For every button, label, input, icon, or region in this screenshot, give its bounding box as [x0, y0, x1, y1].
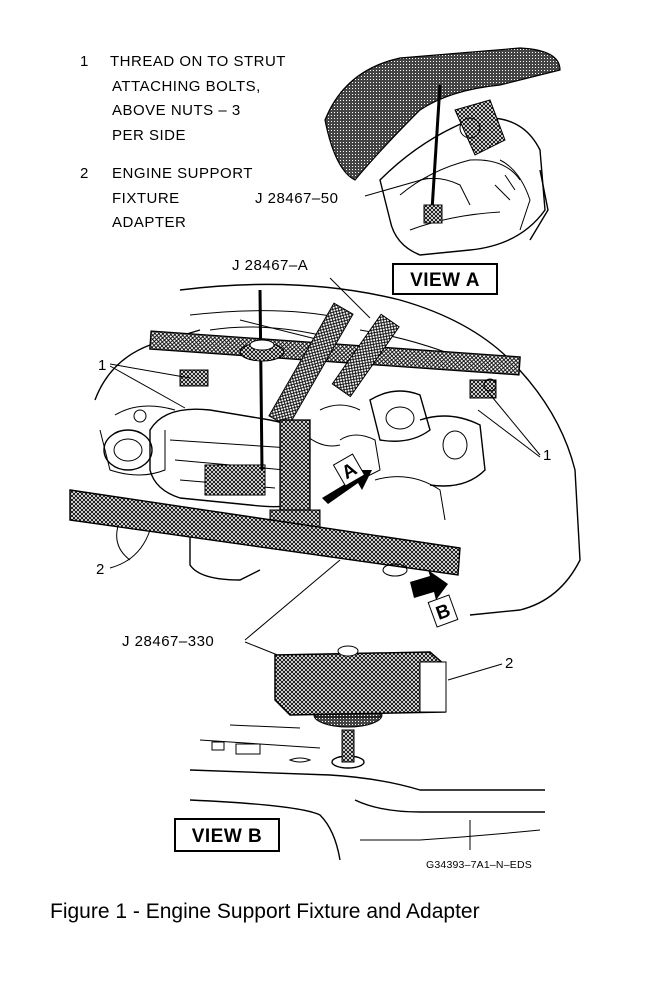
legend-item-2-number: 2	[80, 165, 89, 182]
engine-bay-illustration: A B J 28467–A 1 1 2 J 28467–330	[69, 257, 581, 661]
view-b-arrow: B	[410, 570, 459, 628]
callout-1-left: 1	[98, 357, 107, 374]
tool-j28467-50-label: J 28467–50	[255, 190, 338, 207]
figure-caption: Figure 1 - Engine Support Fixture and Ad…	[50, 900, 480, 923]
tool-j28467-a-label: J 28467–A	[232, 257, 308, 274]
callout-2-view-b: 2	[505, 655, 514, 672]
tool-j28467-330-label: J 28467–330	[122, 633, 214, 650]
legend-item-2-line-1: ENGINE SUPPORT	[112, 165, 253, 182]
view-a-inset: J 28467–50 VIEW A	[255, 47, 561, 295]
callout-1-right: 1	[543, 447, 552, 464]
legend-item-1-line-1: THREAD ON TO STRUT	[110, 53, 286, 70]
arrow-b-label: B	[433, 600, 454, 625]
view-b-label: VIEW B	[192, 826, 263, 847]
view-a-arrow: A	[322, 453, 372, 504]
legend-item-1-line-2: ATTACHING BOLTS,	[112, 78, 261, 95]
view-a-box	[392, 263, 498, 295]
legend-item-1-number: 1	[80, 53, 89, 70]
legend-item-2-line-3: ADAPTER	[112, 214, 186, 231]
callout-2-left: 2	[96, 561, 105, 578]
legend-item-1-line-3: ABOVE NUTS – 3	[112, 102, 241, 119]
legend: 1 THREAD ON TO STRUT ATTACHING BOLTS, AB…	[80, 53, 286, 231]
legend-item-2-line-2: FIXTURE	[112, 190, 180, 207]
figure-code: G34393–7A1–N–EDS	[426, 859, 532, 871]
front-support-bar	[69, 489, 461, 576]
legend-item-1-line-4: PER SIDE	[112, 127, 186, 144]
view-b-box	[174, 818, 280, 852]
view-a-label: VIEW A	[410, 270, 480, 291]
view-b-inset: 2 VIEW B G34393–7A1–N–EDS	[174, 645, 545, 871]
